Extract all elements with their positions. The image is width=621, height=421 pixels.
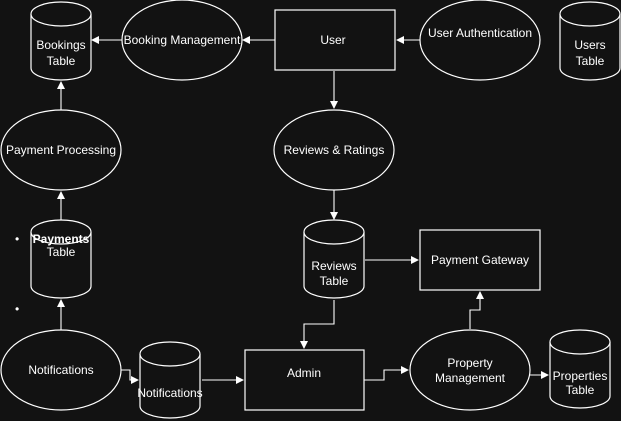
user-label: User [320,33,345,47]
notifications-db-node[interactable]: Notifications [137,341,203,419]
notifications-db-label: Notifications [137,386,202,400]
users-table-node[interactable]: Users Table [559,1,621,81]
edge-reviews-table-to-admin [300,300,335,349]
edge-notifications-to-notifications-db [121,369,139,384]
edges [57,36,549,384]
users-table-label-line2: Table [576,54,605,68]
reviews-table-node[interactable]: Reviews Table [303,219,365,299]
bullet-2: • [15,302,19,316]
admin-label: Admin [287,366,321,380]
payments-table-node[interactable]: Payments Table [30,219,92,299]
bookings-table-label-line1: Bookings [36,38,85,52]
user-node[interactable]: User [274,9,396,71]
payment-processing-node[interactable]: Payment Processing [0,109,122,191]
properties-table-node[interactable]: Properties Table [549,329,611,409]
admin-node[interactable]: Admin [244,349,365,411]
reviews-table-label-line2: Table [320,274,349,288]
properties-table-label-line1: Properties [553,369,608,383]
property-management-node[interactable]: Property Management [409,329,531,411]
booking-management-label: Booking Management [124,33,241,47]
edge-property-management-to-payment-gateway [469,291,484,329]
user-authentication-label: User Authentication [428,26,532,40]
properties-table-label-line2: Table [566,383,595,397]
users-table-label-line1: Users [574,38,605,52]
payment-processing-label: Payment Processing [6,143,116,157]
booking-management-node[interactable]: Booking Management [121,0,243,81]
edge-admin-to-property-management [364,366,409,381]
reviews-ratings-label: Reviews & Ratings [284,143,385,157]
notifications-process-label: Notifications [28,363,93,377]
notifications-process-node[interactable]: Notifications [0,329,122,411]
reviews-table-label-line1: Reviews [311,259,356,273]
payments-table-label-line1: Payments [33,232,90,246]
payment-gateway-node[interactable]: Payment Gateway [419,229,541,291]
payment-gateway-label: Payment Gateway [431,253,529,267]
payments-table-label-line2: Table [47,245,76,259]
bookings-table-node[interactable]: Bookings Table [30,1,92,81]
bullet-1: • [15,232,19,246]
reviews-ratings-node[interactable]: Reviews & Ratings [273,109,395,191]
user-authentication-node[interactable]: User Authentication [419,0,541,81]
bookings-table-label-line2: Table [47,54,76,68]
property-management-label-line2: Management [435,371,506,385]
property-management-label-line1: Property [447,356,492,370]
